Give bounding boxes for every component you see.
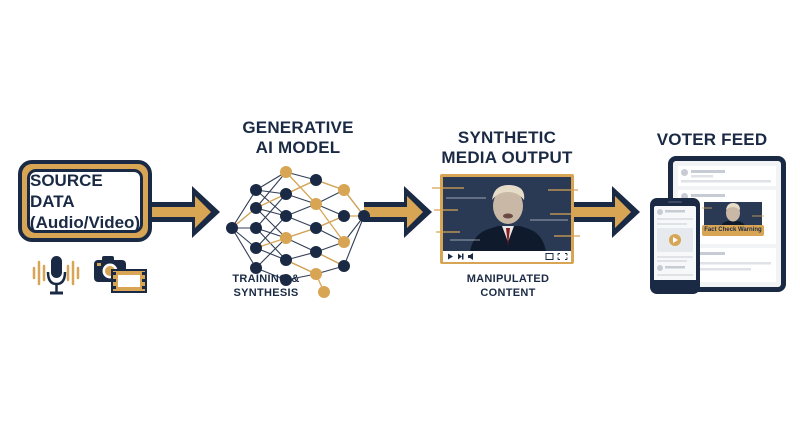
source-icons (32, 256, 147, 295)
video-frame-portrait (443, 177, 571, 251)
film-strip-icon (111, 269, 147, 293)
devices-graphic (650, 156, 786, 294)
glitch-lines (432, 187, 580, 237)
play-icon[interactable] (448, 253, 453, 260)
model-title-line2: AI MODEL (255, 138, 341, 157)
output-caption-line2: CONTENT (480, 287, 536, 299)
source-data-title: SOURCE DATA (30, 170, 103, 211)
volume-icon[interactable] (468, 253, 473, 260)
sound-wave-icon (32, 260, 80, 286)
feed-title: VOTER FEED (656, 130, 768, 149)
video-player (432, 174, 580, 264)
source-data-box: SOURCE DATA (Audio/Video) (18, 160, 152, 242)
output-title-line1: SYNTHETIC (457, 128, 557, 147)
fact-check-warning: Fact Check Warning (702, 225, 764, 236)
output-caption: MANIPULATED CONTENT (456, 272, 560, 300)
source-data-subtitle: (Audio/Video) (29, 212, 141, 232)
model-caption-line1: TRAINING & (232, 273, 300, 285)
model-caption: TRAINING & SYNTHESIS (218, 272, 314, 300)
arrow-3 (574, 186, 640, 238)
microphone-icon (46, 256, 67, 295)
fullscreen-icon[interactable] (557, 253, 568, 260)
output-title: SYNTHETIC MEDIA OUTPUT (432, 128, 582, 168)
model-title: GENERATIVE AI MODEL (218, 118, 378, 158)
model-caption-line2: SYNTHESIS (233, 287, 299, 299)
arrow-2 (364, 186, 432, 238)
output-title-line2: MEDIA OUTPUT (441, 148, 573, 167)
phone (650, 198, 700, 294)
neural-network-graphic (226, 166, 370, 298)
model-title-line1: GENERATIVE (242, 118, 354, 137)
source-data-label: SOURCE DATA (Audio/Video) (27, 169, 143, 233)
camera-icon (94, 256, 126, 282)
output-caption-line1: MANIPULATED (466, 273, 550, 285)
skip-icon[interactable] (458, 253, 464, 260)
arrow-1 (152, 186, 220, 238)
network-nodes (226, 166, 370, 298)
screen-mode-icon[interactable] (545, 253, 554, 260)
